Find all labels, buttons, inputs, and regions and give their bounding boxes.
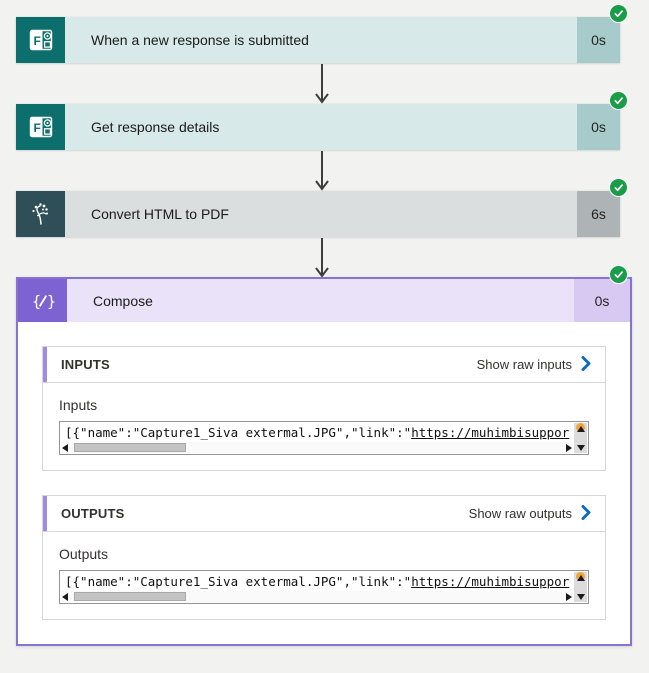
scroll-right-icon[interactable] [566,592,572,601]
compose-header[interactable]: { } Compose 0s [18,279,630,322]
step-card-when-a-new-response-is-submitted[interactable]: F When a new response is submitted 0s [16,4,628,63]
outputs-label: Outputs [59,546,109,562]
scroll-down-icon[interactable] [576,594,585,600]
compose-body: INPUTS Show raw inputs Inputs [{"name":"… [18,322,630,620]
step-title: When a new response is submitted [91,32,309,48]
show-raw-inputs-link[interactable]: Show raw inputs [476,355,591,374]
outputs-section-header: OUTPUTS Show raw outputs [43,496,605,532]
compose-card: { } Compose 0s INPUTS Show raw inputs [16,265,632,646]
step-duration: 6s [577,191,620,237]
connector-arrow-icon [313,64,331,104]
ms-forms-icon: F [16,17,65,63]
show-raw-outputs-link[interactable]: Show raw outputs [468,504,591,523]
chevron-right-icon [581,504,591,523]
scroll-up-icon[interactable] [576,426,585,432]
scroll-right-icon[interactable] [566,443,572,452]
horizontal-scrollbar[interactable] [61,442,573,453]
svg-text:}: } [47,292,56,310]
accent-bar [43,496,47,531]
compose-duration: 0s [574,279,630,322]
success-check-icon [609,4,628,23]
step-title: Get response details [91,119,220,135]
show-raw-outputs-label: Show raw outputs [468,506,572,521]
success-check-icon [609,91,628,110]
vertical-scrollbar[interactable] [574,572,587,602]
horizontal-scrollbar[interactable] [61,591,573,602]
inputs-section: INPUTS Show raw inputs Inputs [{"name":"… [42,346,606,471]
inputs-content: Inputs [{"name":"Capture1_Siva extermal.… [43,383,605,470]
scroll-down-icon[interactable] [576,445,585,451]
outputs-section: OUTPUTS Show raw outputs Outputs [{"name… [42,495,606,620]
scroll-left-icon[interactable] [62,592,68,601]
svg-text:F: F [33,34,40,48]
muhimbi-tree-icon [16,191,65,237]
success-check-icon [609,265,628,284]
compose-title: Compose [93,292,153,309]
ms-forms-icon: F [16,104,65,150]
outputs-content: Outputs [{"name":"Capture1_Siva extermal… [43,532,605,619]
svg-text:{: { [32,292,41,310]
show-raw-inputs-label: Show raw inputs [476,357,572,372]
step-duration: 0s [577,17,620,63]
step-card-convert-html-to-pdf[interactable]: Convert HTML to PDF 6s [16,178,628,237]
accent-bar [43,347,47,382]
outputs-value-field[interactable]: [{"name":"Capture1_Siva extermal.JPG","l… [59,570,589,604]
connector-arrow-icon [313,238,331,278]
inputs-heading: INPUTS [61,357,110,372]
step-duration: 0s [577,104,620,150]
success-check-icon [609,178,628,197]
braces-pencil-icon: { } [18,279,67,322]
scrollbar-thumb[interactable] [74,443,186,452]
inputs-section-header: INPUTS Show raw inputs [43,347,605,383]
outputs-value-text: [{"name":"Capture1_Siva extermal.JPG","l… [65,574,570,589]
svg-text:F: F [33,121,40,135]
connector-arrow-icon [313,151,331,191]
chevron-right-icon [581,355,591,374]
scrollbar-thumb[interactable] [74,592,186,601]
outputs-heading: OUTPUTS [61,506,125,521]
step-title: Convert HTML to PDF [91,206,229,222]
vertical-scrollbar[interactable] [574,423,587,453]
scroll-up-icon[interactable] [576,575,585,581]
outputs-value-url[interactable]: https://muhimbisuppor [411,574,570,589]
inputs-value-text: [{"name":"Capture1_Siva extermal.JPG","l… [65,425,570,440]
scroll-left-icon[interactable] [62,443,68,452]
inputs-label: Inputs [59,397,98,413]
inputs-value-field[interactable]: [{"name":"Capture1_Siva extermal.JPG","l… [59,421,589,455]
step-card-get-response-details[interactable]: F Get response details 0s [16,91,628,150]
inputs-value-url[interactable]: https://muhimbisuppor [411,425,570,440]
